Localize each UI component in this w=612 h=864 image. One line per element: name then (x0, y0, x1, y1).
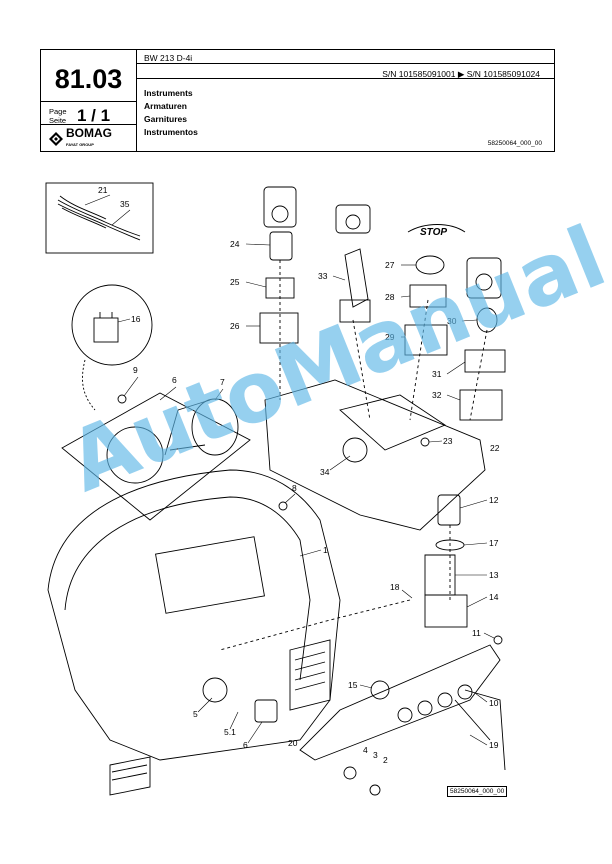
callout-21: 20 (288, 738, 298, 748)
callout-18: 17 (489, 538, 499, 548)
callout-30: 29 (385, 332, 395, 342)
relay-detail-circle (71, 284, 153, 366)
figure-number: 58250064_000_00 (447, 786, 508, 797)
relay-block (93, 317, 119, 343)
bracket-14 (424, 554, 456, 596)
callout-labels: 21 35 16 9 6 7 8 1 24 25 26 33 27 28 29 … (98, 185, 500, 765)
control-console (264, 379, 486, 531)
callout-2: 2 (383, 755, 388, 765)
callout-29: 28 (385, 292, 395, 302)
callout-36: 35 (120, 199, 130, 209)
callout-31: 30 (447, 316, 457, 326)
switch-13 (437, 494, 461, 526)
callout-6: 6 (243, 740, 248, 750)
cable-inset-frame (45, 182, 154, 254)
switch-label-34 (335, 204, 371, 234)
switch-label-25 (263, 186, 297, 228)
callout-5-1: 5.1 (224, 727, 236, 737)
callout-17: 16 (131, 314, 141, 324)
callout-5: 5 (193, 709, 198, 719)
serial-range: S/N 101585091001 ▶ S/N 101585091024 (382, 69, 540, 79)
title-block-rule (41, 101, 136, 102)
callout-10: 9 (133, 365, 138, 375)
callout-15: 14 (489, 592, 499, 602)
callout-34: 33 (318, 271, 328, 281)
display-window (155, 536, 265, 614)
screw-10 (117, 394, 127, 404)
model-name: BW 213 D-4i (144, 53, 193, 63)
title-block-rule (136, 63, 554, 64)
title-block-divider (136, 50, 137, 151)
screw-9 (278, 501, 288, 511)
stop-label: STOP (420, 227, 447, 238)
screw-12 (493, 635, 503, 645)
callout-1: 1 (323, 545, 328, 555)
gauge-cutout (106, 426, 164, 484)
page-value: 1 / 1 (77, 106, 111, 125)
switch-label-31 (466, 257, 502, 299)
callout-12: 11 (472, 628, 481, 638)
callout-23: 22 (490, 443, 500, 453)
bracket-32 (464, 349, 506, 373)
switch-25 (269, 231, 293, 261)
assembly-lines (219, 260, 488, 651)
leader-lines (84, 194, 495, 746)
callout-25: 24 (230, 239, 240, 249)
title-block-rule (136, 78, 554, 79)
callout-32: 31 (432, 369, 442, 379)
callout-7: 6 (172, 375, 177, 385)
contact-block-30 (404, 324, 448, 356)
bomag-logo-icon (49, 132, 63, 146)
callout-9: 8 (292, 483, 297, 493)
section-number: 81.03 (54, 64, 123, 94)
callout-24: 23 (443, 436, 453, 446)
console-button-35 (342, 437, 368, 463)
section-titles: Instruments Armaturen Garnitures Instrum… (144, 87, 198, 139)
callout-4: 4 (363, 745, 368, 755)
console-panel (339, 394, 446, 451)
doc-number: 58250064_000_00 (487, 140, 542, 147)
callout-19: 18 (390, 582, 400, 592)
screw-2 (369, 784, 381, 796)
callout-13: 12 (489, 495, 499, 505)
exploded-parts-diagram: STOP 21 35 16 9 6 7 8 1 24 25 26 33 27 (45, 182, 506, 796)
callout-28: 27 (385, 260, 395, 270)
callout-27: 26 (230, 321, 240, 331)
knob-3 (343, 766, 357, 780)
callout-20: 19 (489, 740, 499, 750)
screw-24 (420, 437, 430, 447)
callout-26: 25 (230, 277, 240, 287)
callout-22: 21 (98, 185, 108, 195)
cable-harness (57, 195, 141, 241)
page-label: Page Seite (49, 107, 67, 125)
callout-3: 3 (373, 750, 378, 760)
callout-14: 13 (489, 570, 499, 580)
title-fr: Garnitures (144, 114, 187, 124)
contact-block-33 (459, 389, 503, 421)
switch-34 (344, 248, 369, 308)
contact-block-27 (259, 312, 299, 344)
callout-16: 15 (348, 680, 358, 690)
lower-switch-panel (299, 644, 501, 761)
title-en: Instruments (144, 88, 193, 98)
title-es: Instrumentos (144, 127, 198, 137)
gauge-instrument (191, 398, 239, 456)
rotary-knob (254, 699, 278, 723)
callout-33: 32 (432, 390, 442, 400)
callout-35: 34 (320, 467, 330, 477)
ignition-switch (202, 677, 228, 703)
contact-block-15 (424, 594, 468, 628)
callout-8: 7 (220, 377, 225, 387)
callout-11: 10 (489, 698, 499, 708)
dashboard-housing (47, 469, 341, 761)
title-de: Armaturen (144, 101, 187, 111)
title-block-rule (41, 124, 136, 125)
